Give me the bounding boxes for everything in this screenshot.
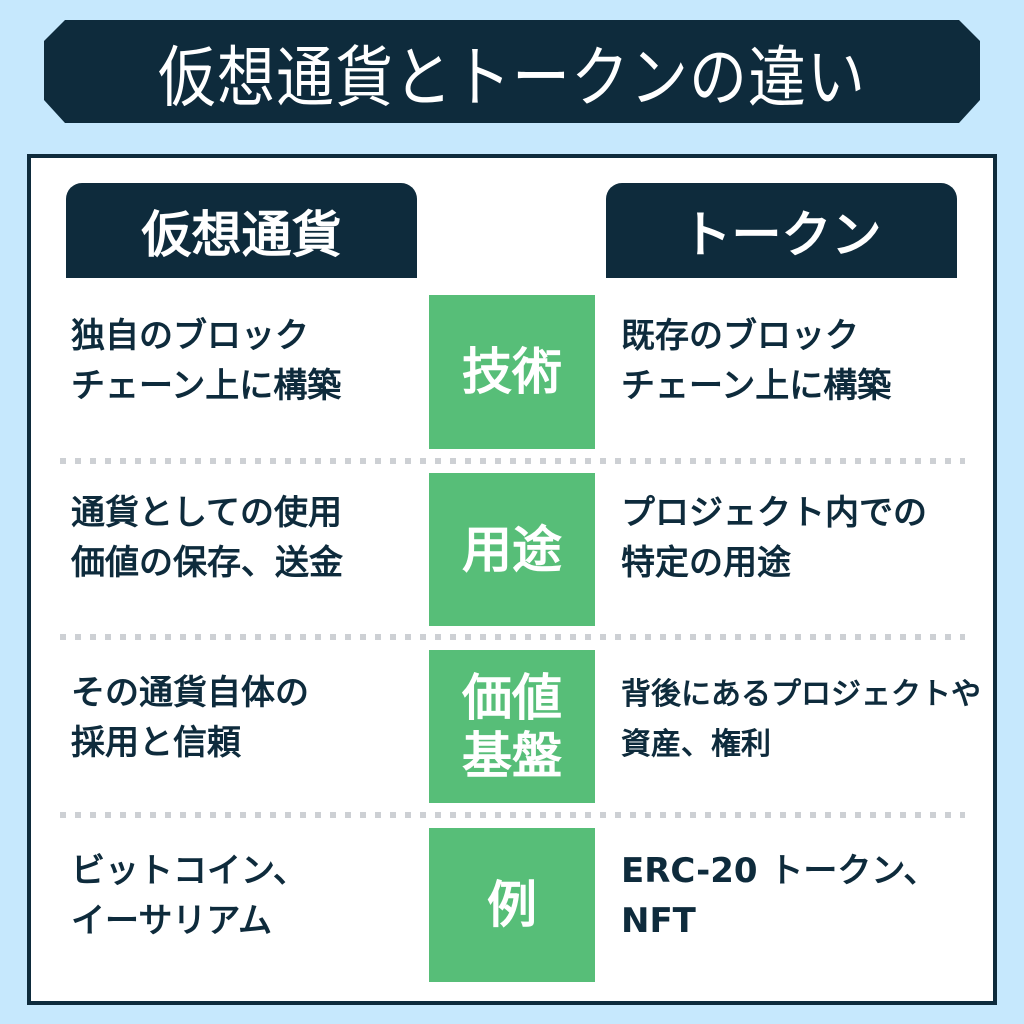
row-technology-token: 既存のブロック チェーン上に構築 (621, 316, 892, 406)
row-divider (60, 812, 965, 818)
row-divider (60, 458, 965, 464)
category-examples: 例 (429, 828, 595, 982)
row-usage-crypto: 通貨としての使用 価値の保存、送金 (71, 493, 343, 583)
column-header-token: トークン (606, 183, 957, 278)
row-examples-token: ERC-20 トークン、 NFT (621, 851, 938, 941)
page-title: 仮想通貨とトークンの違い (157, 38, 866, 117)
category-value-basis: 価値 基盤 (429, 650, 595, 803)
category-technology: 技術 (429, 295, 595, 449)
category-usage: 用途 (429, 473, 595, 626)
row-usage-token: プロジェクト内での 特定の用途 (621, 493, 927, 583)
comparison-card: 仮想通貨 トークン 独自のブロック チェーン上に構築 技術 既存のブロック チェ… (27, 154, 997, 1005)
row-technology-crypto: 独自のブロック チェーン上に構築 (71, 316, 342, 406)
row-examples-crypto: ビットコイン、 イーサリアム (71, 851, 307, 941)
row-value-basis-crypto: その通貨自体の 採用と信頼 (71, 673, 309, 763)
row-divider (60, 634, 965, 640)
row-value-basis-token: 背後にあるプロジェクトや 資産、権利 (621, 677, 981, 762)
column-header-crypto: 仮想通貨 (66, 183, 417, 278)
title-banner: 仮想通貨とトークンの違い (44, 20, 980, 123)
